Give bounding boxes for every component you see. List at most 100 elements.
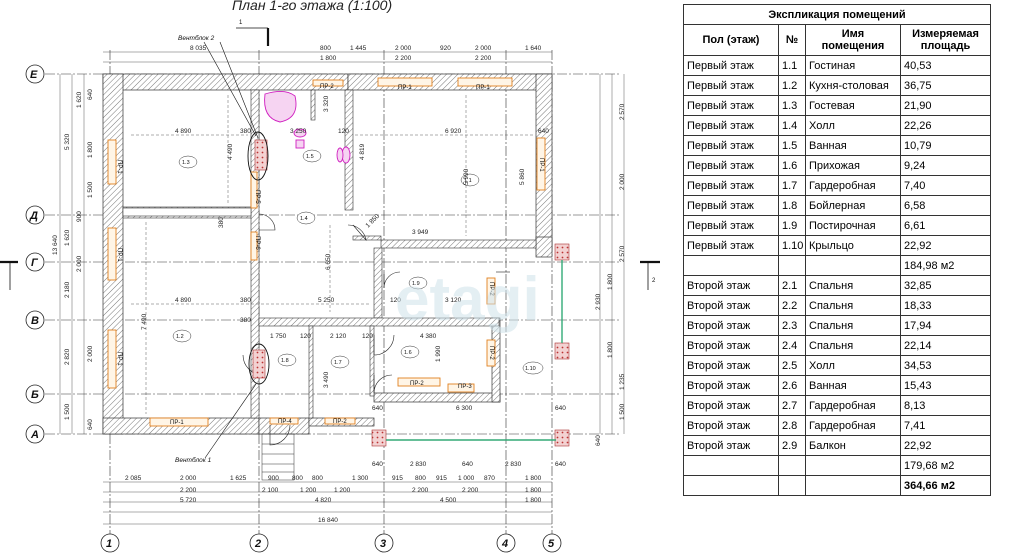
svg-text:380: 380: [240, 297, 251, 304]
cell-no: 2.5: [778, 355, 806, 376]
svg-text:ПР-1: ПР-1: [170, 420, 184, 426]
svg-text:1 750: 1 750: [270, 333, 287, 340]
svg-text:1 200: 1 200: [334, 487, 351, 494]
axis-marker-b: Б: [25, 384, 45, 404]
cell-no: 1.8: [778, 195, 806, 216]
dimension-lines: [59, 51, 625, 525]
cell-floor: Первый этаж: [683, 175, 779, 196]
col-area: Измеряемая площадь: [900, 24, 991, 56]
cell-area: 22,14: [900, 335, 991, 356]
svg-text:915: 915: [392, 475, 403, 482]
svg-text:ПР-2: ПР-2: [488, 346, 494, 360]
svg-text:915: 915: [436, 475, 447, 482]
cell-name: [805, 255, 901, 276]
room-marker-1-6: 1.6: [400, 345, 420, 359]
svg-text:1 800: 1 800: [525, 497, 542, 504]
axis-marker-3: 3: [374, 533, 394, 553]
svg-text:ПР-1: ПР-1: [538, 158, 544, 172]
room-marker-1-10: 1.10: [522, 361, 544, 375]
cell-no: 1.5: [778, 135, 806, 156]
cell-no: [778, 455, 806, 476]
svg-text:1 000: 1 000: [458, 475, 475, 482]
svg-text:1 200: 1 200: [300, 487, 317, 494]
svg-text:120: 120: [338, 128, 349, 135]
svg-text:640: 640: [555, 461, 566, 468]
svg-text:5 990: 5 990: [463, 168, 470, 185]
cell-floor: Первый этаж: [683, 195, 779, 216]
cell-name: Гардеробная: [805, 395, 901, 416]
cell-floor: Второй этаж: [683, 395, 779, 416]
svg-text:640: 640: [87, 89, 94, 100]
cell-no: [778, 255, 806, 276]
cell-name: Спальня: [805, 335, 901, 356]
axis-number-markers: 1 2 3 4 5: [100, 533, 562, 553]
svg-text:ПР-4: ПР-4: [278, 419, 292, 425]
svg-text:800: 800: [312, 475, 323, 482]
svg-text:1 500: 1 500: [64, 403, 71, 420]
svg-text:1 625: 1 625: [230, 475, 247, 482]
svg-text:900: 900: [76, 211, 83, 222]
svg-text:2 200: 2 200: [395, 55, 412, 62]
svg-text:800: 800: [320, 45, 331, 52]
svg-text:Б: Б: [31, 389, 39, 401]
floor-plan-drawing: План 1-го этажа (1:100) Е Д Г В Б А 1 2 …: [0, 0, 660, 553]
svg-text:4 500: 4 500: [440, 497, 457, 504]
plan-title: План 1-го этажа (1:100): [232, 0, 392, 13]
svg-text:1 800: 1 800: [525, 475, 542, 482]
col-number: №: [778, 24, 806, 56]
svg-text:1.7: 1.7: [334, 360, 342, 366]
cell-floor: Второй этаж: [683, 275, 779, 296]
window-labels: ПР-1 ПР-1 ПР-1 ПР-1 ПР-1 ПР-1 ПР-1 ПР-2 …: [116, 84, 544, 426]
cell-area: 36,75: [900, 75, 991, 96]
cell-name: Прихожая: [805, 155, 901, 176]
room-marker-1-2: 1.2: [172, 329, 192, 343]
svg-text:3: 3: [380, 538, 386, 550]
axis-marker-4: 4: [496, 533, 516, 553]
svg-text:2 180: 2 180: [64, 281, 71, 298]
svg-text:1 800: 1 800: [87, 141, 94, 158]
cell-floor: [683, 455, 779, 476]
svg-text:7 490: 7 490: [141, 313, 148, 330]
svg-text:4 380: 4 380: [420, 333, 437, 340]
svg-text:ПР-2: ПР-2: [333, 419, 347, 425]
cell-area: 364,66 м2: [900, 475, 991, 496]
svg-text:1: 1: [106, 538, 112, 550]
cell-name: Спальня: [805, 295, 901, 316]
svg-text:ПР-1: ПР-1: [116, 248, 122, 262]
room-marker-1-4: 1.4: [296, 211, 316, 225]
svg-text:640: 640: [538, 128, 549, 135]
svg-text:5 860: 5 860: [519, 168, 526, 185]
cell-name: Ванная: [805, 135, 901, 156]
table-row: 364,66 м2: [683, 475, 991, 496]
axis-marker-g: Г: [25, 252, 45, 272]
cell-area: 184,98 м2: [900, 255, 991, 276]
svg-text:5 320: 5 320: [64, 133, 71, 150]
svg-text:1 990: 1 990: [435, 345, 442, 362]
cell-floor: Второй этаж: [683, 415, 779, 436]
svg-text:2 200: 2 200: [412, 487, 429, 494]
cell-no: 2.4: [778, 335, 806, 356]
cell-floor: Первый этаж: [683, 75, 779, 96]
entry-stairs: [261, 433, 295, 481]
cell-floor: Второй этаж: [683, 435, 779, 456]
axis-marker-5: 5: [542, 533, 562, 553]
svg-text:640: 640: [87, 419, 94, 430]
svg-text:1 445: 1 445: [350, 45, 367, 52]
svg-text:2: 2: [254, 538, 261, 550]
svg-text:4 890: 4 890: [175, 297, 192, 304]
axis-marker-e: Е: [25, 64, 45, 84]
svg-text:1.9: 1.9: [412, 281, 420, 287]
cell-floor: Второй этаж: [683, 335, 779, 356]
svg-text:1.10: 1.10: [525, 366, 536, 372]
svg-text:2 930: 2 930: [595, 293, 602, 310]
